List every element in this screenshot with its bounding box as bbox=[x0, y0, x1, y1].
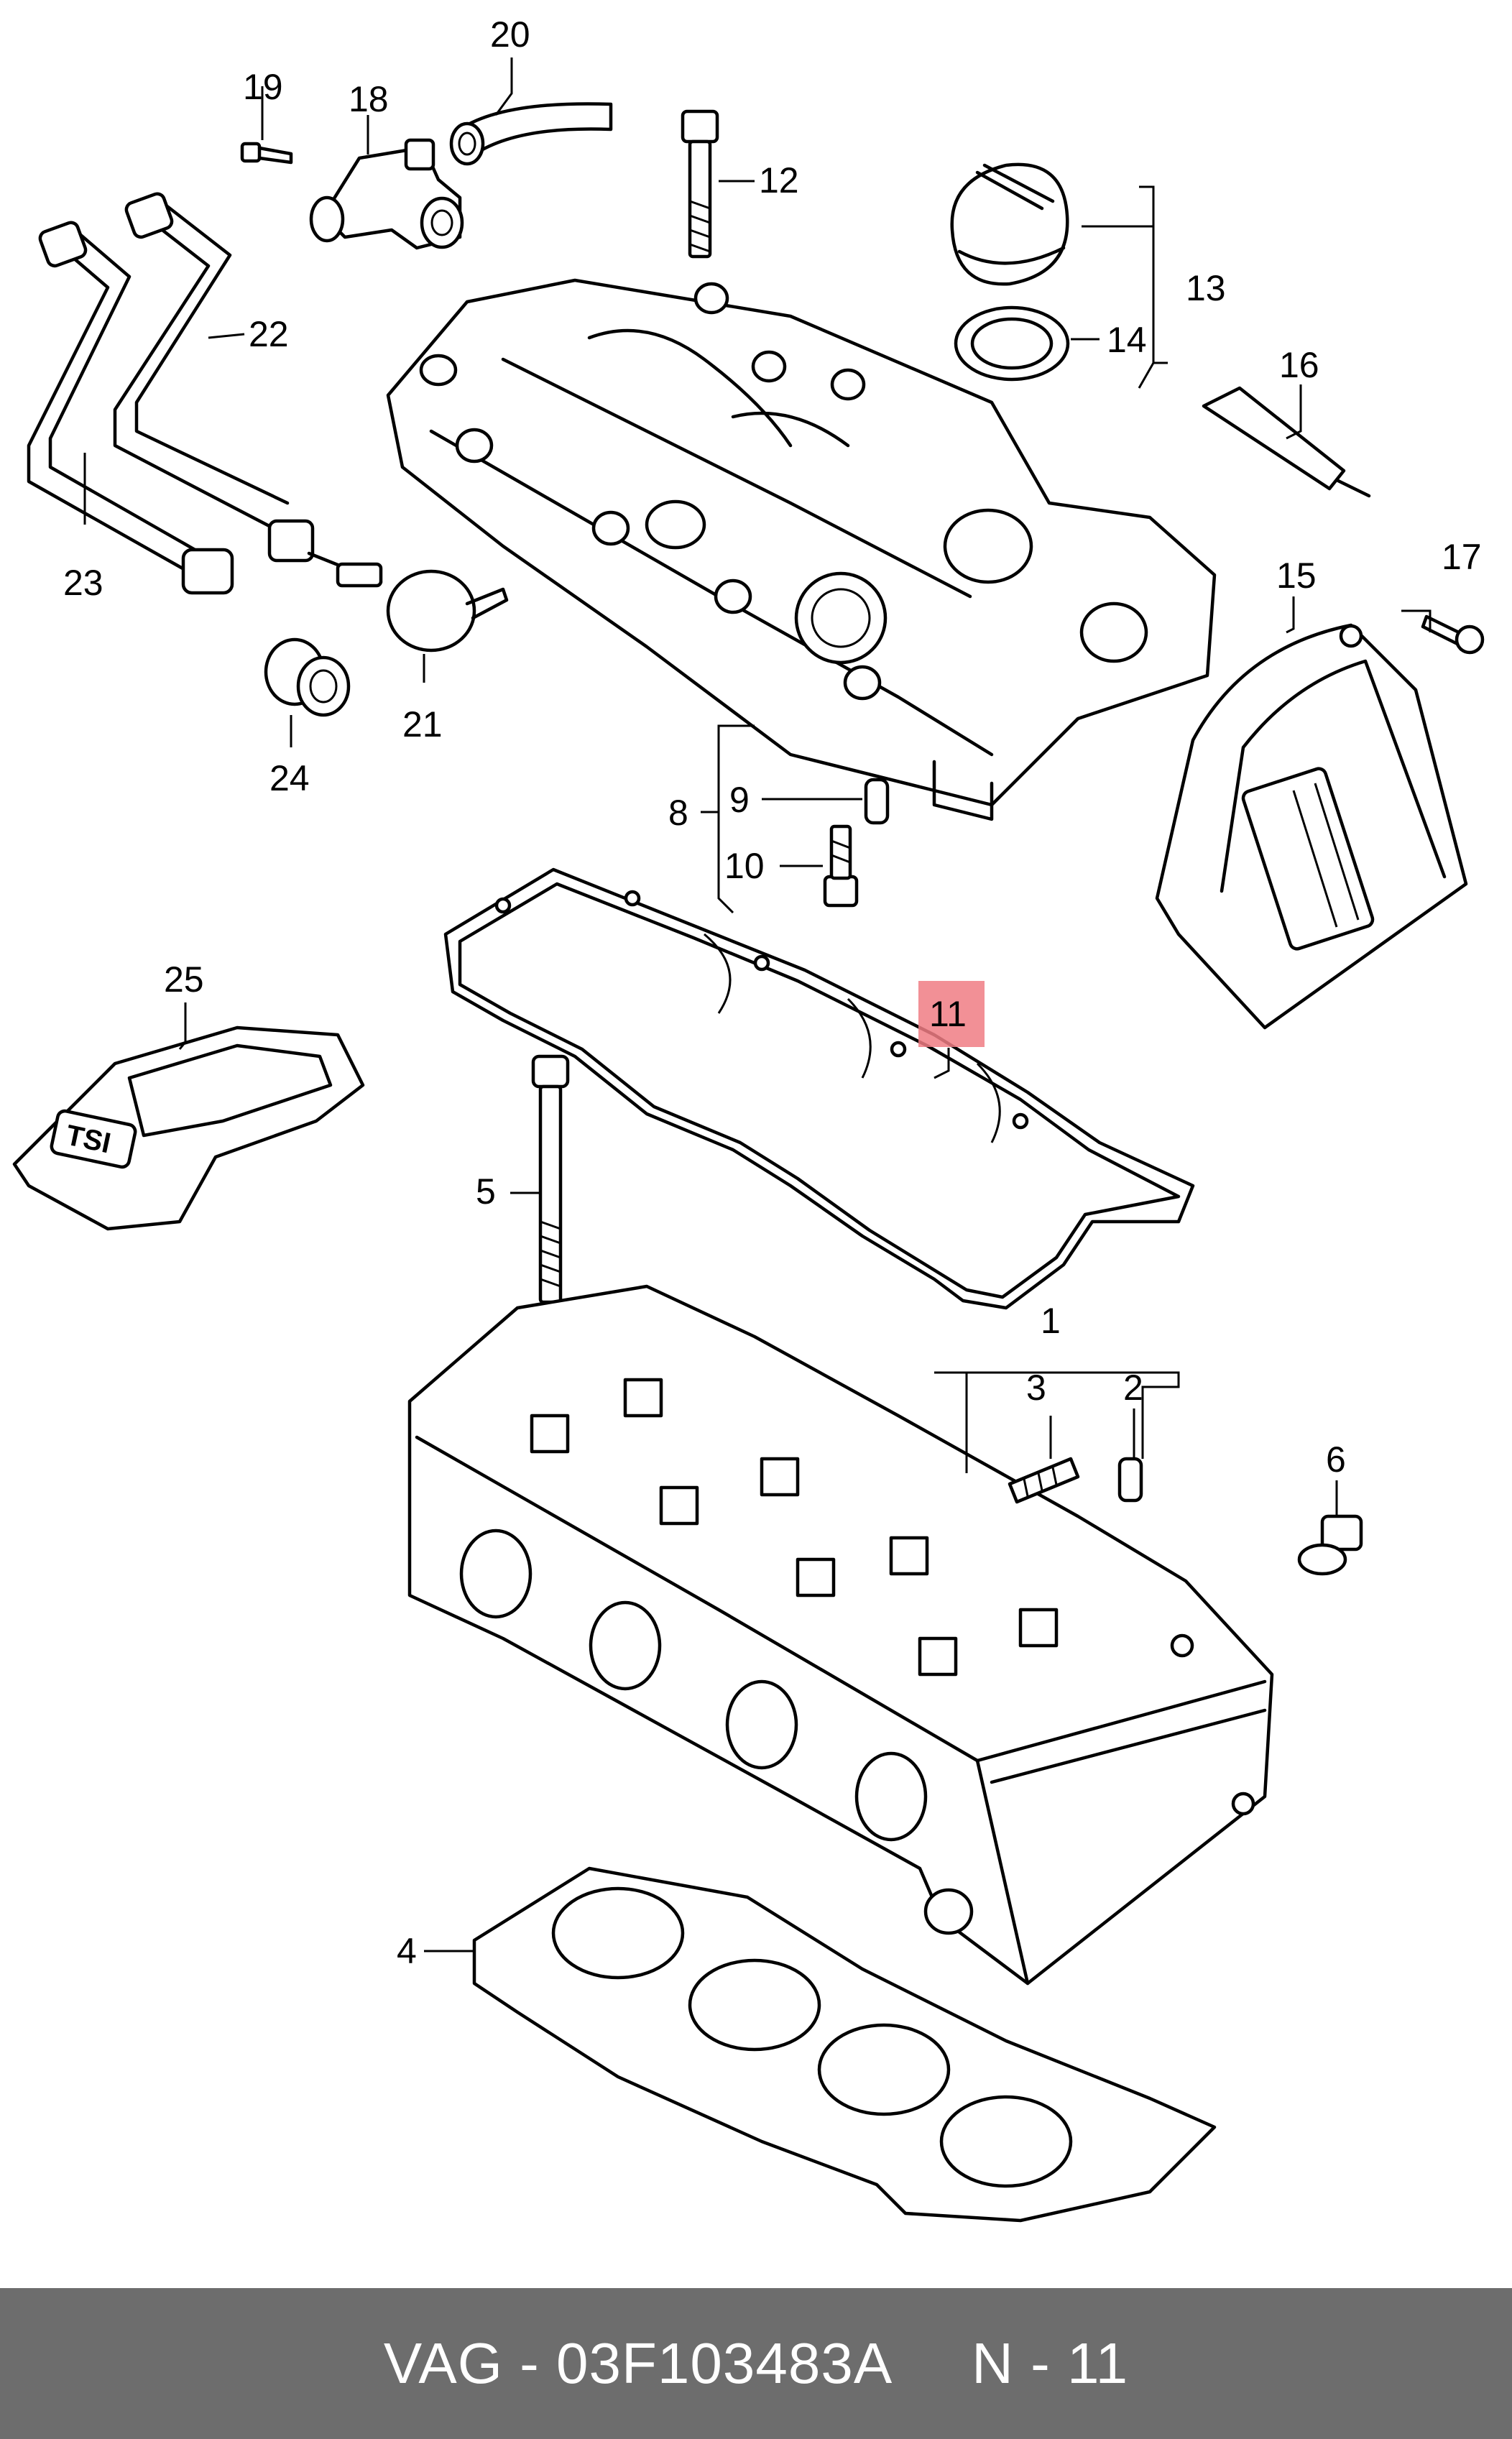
callout-8: 8 bbox=[668, 793, 688, 833]
footer-page-ref: N - 11 bbox=[972, 2331, 1129, 2395]
callout-12: 12 bbox=[759, 160, 799, 200]
callout-18: 18 bbox=[349, 79, 389, 119]
callout-14: 14 bbox=[1107, 320, 1147, 360]
callout-4: 4 bbox=[397, 1931, 417, 1971]
callout-10: 10 bbox=[724, 846, 765, 886]
part-2-dowel bbox=[1117, 1457, 1143, 1503]
highlight-box-11 bbox=[918, 981, 985, 1047]
part-8-camshaft-housing bbox=[386, 278, 1217, 821]
part-17-screw bbox=[1421, 614, 1485, 655]
part-3-stud bbox=[1008, 1457, 1080, 1504]
part-23-pipe bbox=[27, 221, 234, 595]
part-21-valve bbox=[307, 551, 509, 653]
footer-bar: VAG - 03F103483A N - 11 bbox=[0, 2288, 1512, 2439]
callout-3: 3 bbox=[1026, 1368, 1046, 1408]
callout-11: 11 bbox=[929, 994, 967, 1034]
part-22-pipe bbox=[113, 192, 315, 563]
callout-17: 17 bbox=[1442, 537, 1482, 577]
callout-20: 20 bbox=[490, 14, 530, 55]
part-25-engine-cover: TSI bbox=[12, 1025, 365, 1231]
callout-1: 1 bbox=[1041, 1301, 1061, 1341]
part-20-hose bbox=[449, 102, 613, 166]
callout-5: 5 bbox=[476, 1171, 496, 1212]
part-10-bolt bbox=[823, 824, 859, 908]
part-9-pin bbox=[864, 778, 890, 825]
callout-9: 9 bbox=[729, 780, 750, 820]
callout-22: 22 bbox=[249, 314, 289, 354]
exploded-parts-diagram: TSI bbox=[12, 14, 1485, 2223]
part-18-valve bbox=[309, 138, 464, 250]
part-1-cylinder-head bbox=[407, 1284, 1274, 1986]
part-24-grommet bbox=[264, 637, 351, 717]
callout-23: 23 bbox=[63, 563, 103, 603]
part-12-bolt bbox=[681, 109, 719, 259]
leader-lines bbox=[83, 57, 1432, 1952]
callout-15: 15 bbox=[1276, 555, 1317, 596]
part-13-oil-cap bbox=[950, 162, 1069, 286]
part-19-screw bbox=[240, 142, 293, 165]
callout-19: 19 bbox=[243, 67, 283, 107]
callout-16: 16 bbox=[1279, 345, 1319, 385]
part-14-seal-ring bbox=[954, 305, 1070, 382]
callout-2: 2 bbox=[1123, 1368, 1143, 1408]
part-11-gasket bbox=[443, 867, 1195, 1310]
callout-25: 25 bbox=[164, 959, 204, 1000]
part-16-sealant-tube bbox=[1202, 386, 1371, 498]
callout-24: 24 bbox=[269, 758, 310, 798]
callout-13: 13 bbox=[1186, 268, 1226, 308]
part-5-head-bolt bbox=[531, 1054, 570, 1304]
callout-21: 21 bbox=[402, 704, 443, 744]
part-6-plug bbox=[1297, 1514, 1363, 1576]
footer-part-number: VAG - 03F103483A bbox=[383, 2331, 893, 2395]
part-4-head-gasket bbox=[472, 1866, 1217, 2223]
callout-labels: 20 18 19 12 13 14 16 15 17 22 23 21 24 8… bbox=[63, 14, 1482, 1971]
callout-6: 6 bbox=[1326, 1439, 1346, 1480]
part-15-timing-cover bbox=[1155, 623, 1468, 1030]
